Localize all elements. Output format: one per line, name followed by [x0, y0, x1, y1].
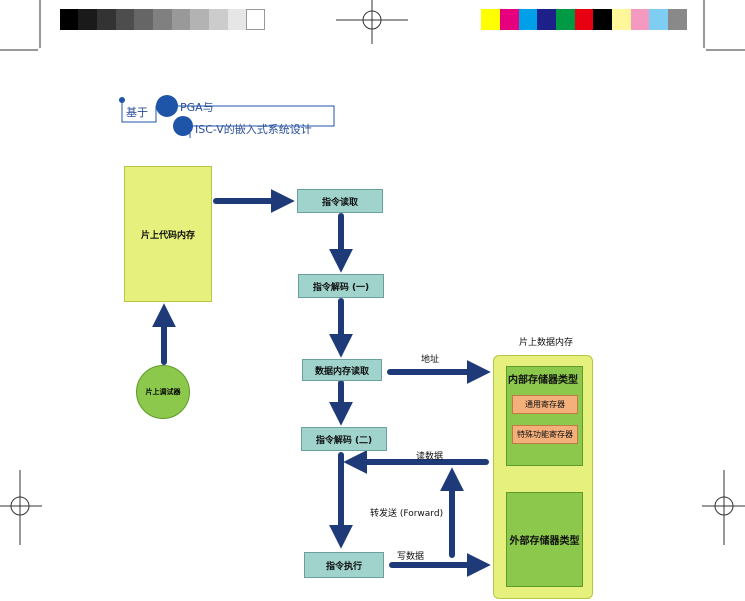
- decode2-label: 指令解码 (二): [315, 435, 373, 446]
- gray-swatch: [116, 9, 134, 30]
- gray-swatch: [228, 9, 246, 30]
- color-swatch: [519, 9, 537, 30]
- color-swatch: [575, 9, 593, 30]
- gray-swatch: [246, 9, 265, 30]
- data-memory-title: 片上数据内存: [519, 338, 574, 348]
- gray-swatch: [78, 9, 97, 30]
- gray-swatch: [97, 9, 116, 30]
- gray-swatch: [190, 9, 209, 30]
- gray-swatch: [134, 9, 153, 30]
- execute-box: 指令执行: [304, 552, 384, 578]
- debugger-label: 片上调试器: [145, 388, 181, 396]
- forward-label: 转发送 (Forward): [370, 509, 444, 519]
- internal-memory-box: [506, 366, 583, 466]
- header-decoration: [119, 95, 335, 138]
- debugger-node: 片上调试器: [136, 365, 190, 419]
- data-read-box: 数据内存读取: [302, 359, 382, 381]
- execute-label: 指令执行: [325, 561, 362, 572]
- color-swatch: [481, 9, 500, 30]
- code-memory-label: 片上代码内存: [140, 230, 195, 241]
- color-swatch: [500, 9, 519, 30]
- address-label: 地址: [421, 355, 440, 365]
- color-swatch: [593, 9, 612, 30]
- header-part2: PGA与: [180, 101, 214, 114]
- code-memory-box: 片上代码内存: [124, 166, 212, 302]
- general-register-label: 通用寄存器: [525, 400, 565, 409]
- write-data-label: 写数据: [397, 552, 425, 562]
- special-register-label: 特殊功能寄存器: [517, 430, 573, 439]
- decode1-label: 指令解码 (一): [312, 282, 370, 293]
- color-swatch: [668, 9, 687, 30]
- color-swatch: [556, 9, 575, 30]
- color-swatch: [649, 9, 668, 30]
- gray-swatch: [60, 9, 78, 30]
- data-read-label: 数据内存读取: [314, 366, 369, 377]
- fetch-box: 指令读取: [297, 189, 383, 213]
- header-part1: 基于: [126, 106, 148, 119]
- special-register-box: 特殊功能寄存器: [512, 425, 578, 444]
- external-memory-box: 外部存储器类型: [506, 492, 583, 587]
- decode2-box: 指令解码 (二): [301, 427, 387, 451]
- header-part3: ISC-V的嵌入式系统设计: [195, 123, 312, 136]
- fetch-label: 指令读取: [321, 197, 358, 208]
- gray-swatch: [209, 9, 228, 30]
- read-data-label: 读数据: [416, 452, 444, 462]
- color-swatch: [612, 9, 631, 30]
- internal-memory-label: 内部存储器类型: [508, 375, 578, 386]
- external-memory-label: 外部存储器类型: [509, 536, 580, 547]
- general-register-box: 通用寄存器: [512, 395, 578, 414]
- gray-swatch: [172, 9, 190, 30]
- color-swatch: [631, 9, 649, 30]
- decode1-box: 指令解码 (一): [298, 274, 384, 298]
- gray-swatch: [153, 9, 172, 30]
- color-swatch: [537, 9, 556, 30]
